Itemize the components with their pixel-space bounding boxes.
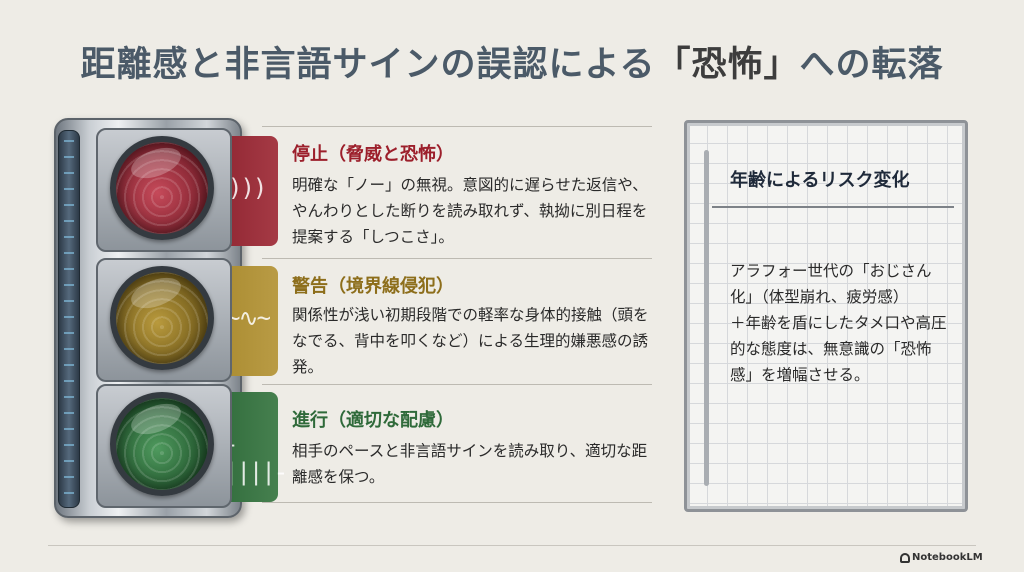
- signal-wave-icon: -||||-: [224, 430, 288, 486]
- section-body-go: 相手のペースと非言語サインを読み取り、適切な距離感を保つ。: [292, 442, 648, 486]
- yellow-lamp: [110, 266, 214, 370]
- section-heading-warning: 警告（境界線侵犯）: [292, 276, 454, 297]
- section-body-stop: 明確な「ノー」の無視。意図的に遅らせた返信や、やんわりとした断りを読み取れず、執…: [292, 176, 648, 246]
- divider: [262, 502, 652, 503]
- section-heading-stop: 停止（脅威と恐怖）: [292, 144, 454, 165]
- section-heading-go: 進行（適切な配慮）: [292, 410, 454, 431]
- signal-wave-icon: ))): [228, 174, 267, 202]
- notebooklm-logo-icon: [900, 553, 910, 563]
- card-paragraph-1: アラフォー世代の「おじさん化」（体型崩れ、疲労感）: [730, 262, 932, 306]
- divider: [262, 126, 652, 127]
- card-divider: [712, 206, 954, 208]
- circuit-pattern: [64, 140, 74, 500]
- red-lamp: [110, 136, 214, 240]
- info-card: [684, 120, 968, 512]
- card-title: 年齢によるリスク変化: [730, 170, 910, 191]
- section-body-warning: 関係性が浅い初期段階での軽率な身体的接触（頭をなでる、背中を叩くなど）による生理…: [292, 306, 649, 376]
- card-side-bar: [704, 150, 709, 486]
- title-emphasis: 「恐怖」: [655, 45, 800, 85]
- title-tail: への転落: [799, 45, 944, 85]
- footer-divider: [48, 545, 976, 546]
- divider: [262, 258, 652, 259]
- divider: [262, 384, 652, 385]
- footer-brand: NotebookLM: [912, 552, 983, 563]
- page-title: 距離感と非言語サインの誤認による「恐怖」への転落: [0, 36, 1024, 87]
- title-main: 距離感と非言語サインの誤認による: [80, 45, 656, 85]
- green-lamp: [110, 392, 214, 496]
- card-paragraph-2: ＋年齢を盾にしたタメ口や高圧的な態度は、無意識の「恐怖感」を増幅させる。: [730, 314, 947, 384]
- signal-wave-icon: ~∿~: [226, 304, 271, 332]
- card-body: アラフォー世代の「おじさん化」（体型崩れ、疲労感） ＋年齢を盾にしたタメ口や高圧…: [730, 258, 954, 388]
